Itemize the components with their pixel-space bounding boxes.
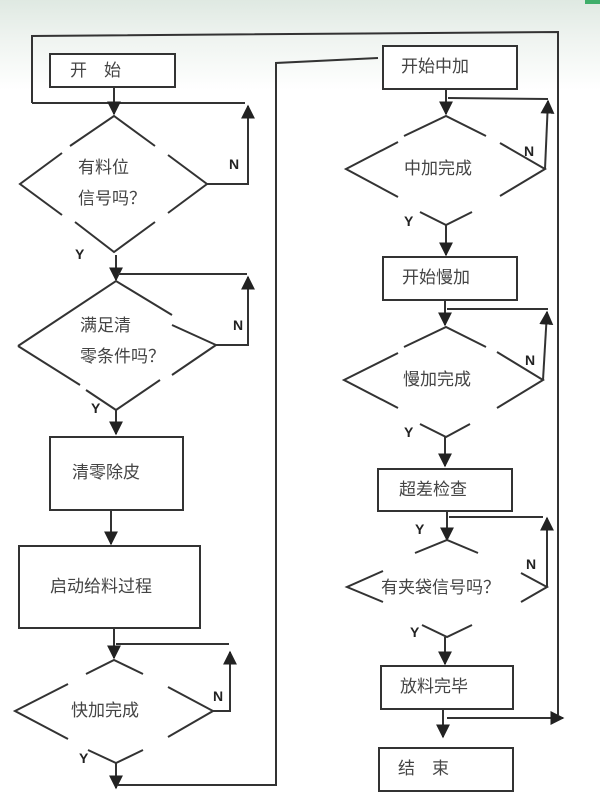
yes-label-material: Y — [75, 246, 85, 262]
no-label-material: N — [229, 156, 240, 172]
no-label-medium: N — [524, 143, 535, 159]
zero-tare-box — [49, 436, 184, 511]
start-feed-text: 启动给料过程 — [50, 577, 152, 597]
end-box — [378, 747, 514, 792]
start-feed-box — [18, 545, 201, 629]
yes-label-medium: Y — [404, 213, 414, 229]
connector-left-to-right — [118, 57, 379, 786]
q-fast-text: 快加完成 — [71, 701, 139, 721]
yes-label-check: Y — [415, 521, 425, 537]
start-slow-box — [382, 256, 518, 301]
tolerance-check-box — [377, 468, 513, 512]
q-bag-text: 有夹袋信号吗？ — [381, 578, 500, 598]
yes-label-fast: Y — [79, 750, 89, 766]
yes-label-zero: Y — [91, 400, 101, 416]
diamond-medium — [403, 114, 487, 137]
diamond-fast — [85, 658, 144, 675]
no-loop-medium — [540, 99, 555, 170]
no-loop-material — [207, 104, 255, 185]
zero-tare-text: 清零除皮 — [72, 463, 140, 483]
no-loop-zero — [216, 275, 255, 346]
discharge-done-text: 放料完毕 — [400, 677, 468, 697]
q-medium-text: 中加完成 — [404, 159, 472, 179]
loop-outer-line — [31, 30, 559, 715]
no-loop-slow — [539, 310, 554, 381]
no-label-slow: N — [525, 352, 536, 368]
start-text: 开 始 — [70, 61, 121, 81]
q-slow-text: 慢加完成 — [403, 370, 471, 390]
start-slow-text: 开始慢加 — [402, 268, 470, 288]
end-text: 结 束 — [398, 759, 449, 779]
diamond-bag — [414, 538, 479, 554]
accent-bar — [585, 0, 600, 4]
start-medium-text: 开始中加 — [401, 57, 469, 77]
start-medium-box — [382, 45, 518, 90]
diamond-material — [69, 114, 156, 147]
no-label-zero: N — [233, 317, 244, 333]
no-loop-fast — [213, 650, 237, 712]
q-zero-line2: 零条件吗？ — [80, 347, 165, 367]
diamond-slow — [403, 325, 487, 348]
q-material-line1: 有料位 — [78, 158, 129, 178]
discharge-done-box — [380, 665, 514, 710]
diamond-zero — [17, 279, 173, 347]
tolerance-check-text: 超差检查 — [399, 480, 467, 500]
q-material-line2: 信号吗？ — [78, 189, 146, 209]
yes-label-bag: Y — [410, 624, 420, 640]
start-box — [49, 53, 176, 88]
no-label-bag: N — [526, 556, 537, 572]
no-label-fast: N — [213, 688, 224, 704]
q-zero-line1: 满足清 — [80, 316, 131, 336]
yes-label-slow: Y — [404, 424, 414, 440]
